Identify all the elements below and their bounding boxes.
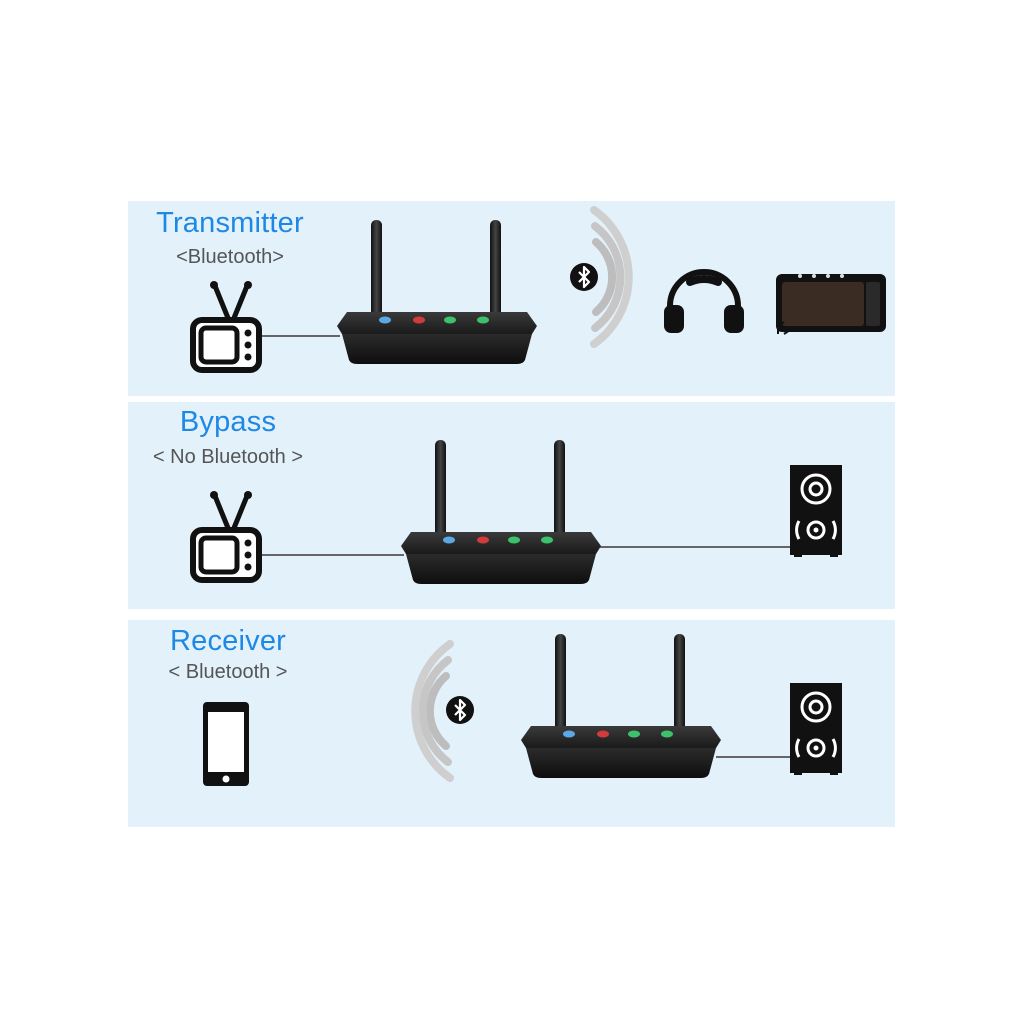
receiver-title: Receiver: [169, 625, 287, 657]
signal-waves-icon: [411, 640, 454, 782]
signal-waves-icon: [590, 206, 633, 348]
receiver-panel: [128, 620, 895, 827]
tv-icon: [193, 281, 259, 370]
bluetooth-adapter-device: [401, 440, 601, 584]
bypass-subtitle: < No Bluetooth >: [152, 446, 304, 468]
bluetooth-icon: [568, 261, 600, 293]
bluetooth-adapter-device: [337, 220, 537, 364]
bypass-title: Bypass: [179, 406, 277, 438]
bluetooth-adapter-device: [521, 634, 721, 778]
speaker-icon: [788, 463, 844, 559]
receiver-subtitle: < Bluetooth >: [168, 661, 288, 683]
transmitter-subtitle: <Bluetooth>: [176, 246, 284, 268]
headphones-icon: [664, 269, 744, 333]
smartphone-icon: [203, 702, 249, 786]
speaker-icon: [788, 681, 844, 777]
transmitter-title: Transmitter: [156, 207, 304, 239]
bluetooth-speaker-icon: [776, 274, 886, 335]
tv-icon: [193, 491, 259, 580]
bluetooth-icon: [444, 694, 476, 726]
